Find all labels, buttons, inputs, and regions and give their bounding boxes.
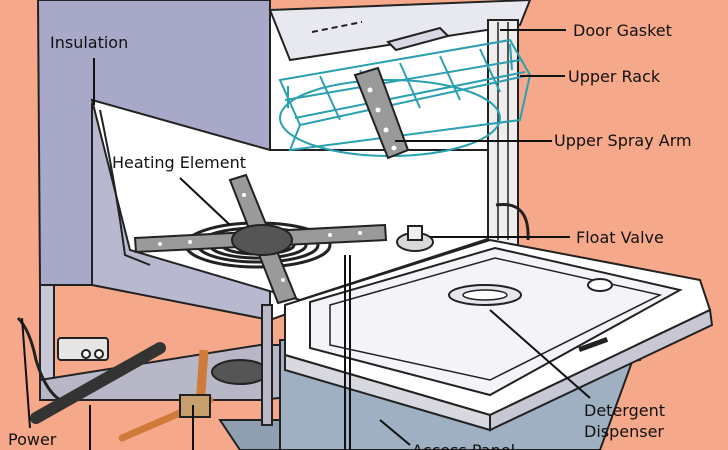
label-heating-element: Heating Element xyxy=(112,153,246,172)
label-dispenser: Dispenser xyxy=(584,422,664,441)
lower-spray-arm xyxy=(133,173,388,305)
leader-heating-element xyxy=(179,177,231,226)
label-insulation: Insulation xyxy=(50,33,128,52)
label-door-gasket: Door Gasket xyxy=(573,21,672,40)
leader-access-panel xyxy=(379,419,411,446)
power-cord xyxy=(16,316,269,442)
leader-lines xyxy=(21,29,591,450)
leader-power xyxy=(21,317,31,429)
front-frame xyxy=(261,304,273,426)
label-power: Power xyxy=(8,430,57,449)
label-float-valve: Float Valve xyxy=(576,228,664,247)
label-upper-rack: Upper Rack xyxy=(568,67,661,86)
float-valve xyxy=(396,225,434,252)
upper-spray-arm xyxy=(353,66,410,160)
drain-hose xyxy=(30,342,166,424)
label-detergent: Detergent xyxy=(584,401,665,420)
label-access-panel: Access Panel xyxy=(412,441,515,450)
right-side-wall xyxy=(487,19,530,246)
detergent-dispenser xyxy=(448,278,613,306)
label-upper-spray-arm: Upper Spray Arm xyxy=(554,131,692,150)
leader-detergent-dispenser xyxy=(489,309,591,399)
rinse-aid-cap xyxy=(587,278,613,292)
labels: Insulation Door Gasket Upper Rack Upper … xyxy=(8,21,692,450)
inlet-valve xyxy=(179,394,211,418)
pump-motor xyxy=(211,359,269,385)
control-panel xyxy=(268,0,532,62)
upper-rack xyxy=(278,38,532,157)
door-latch xyxy=(386,26,450,52)
